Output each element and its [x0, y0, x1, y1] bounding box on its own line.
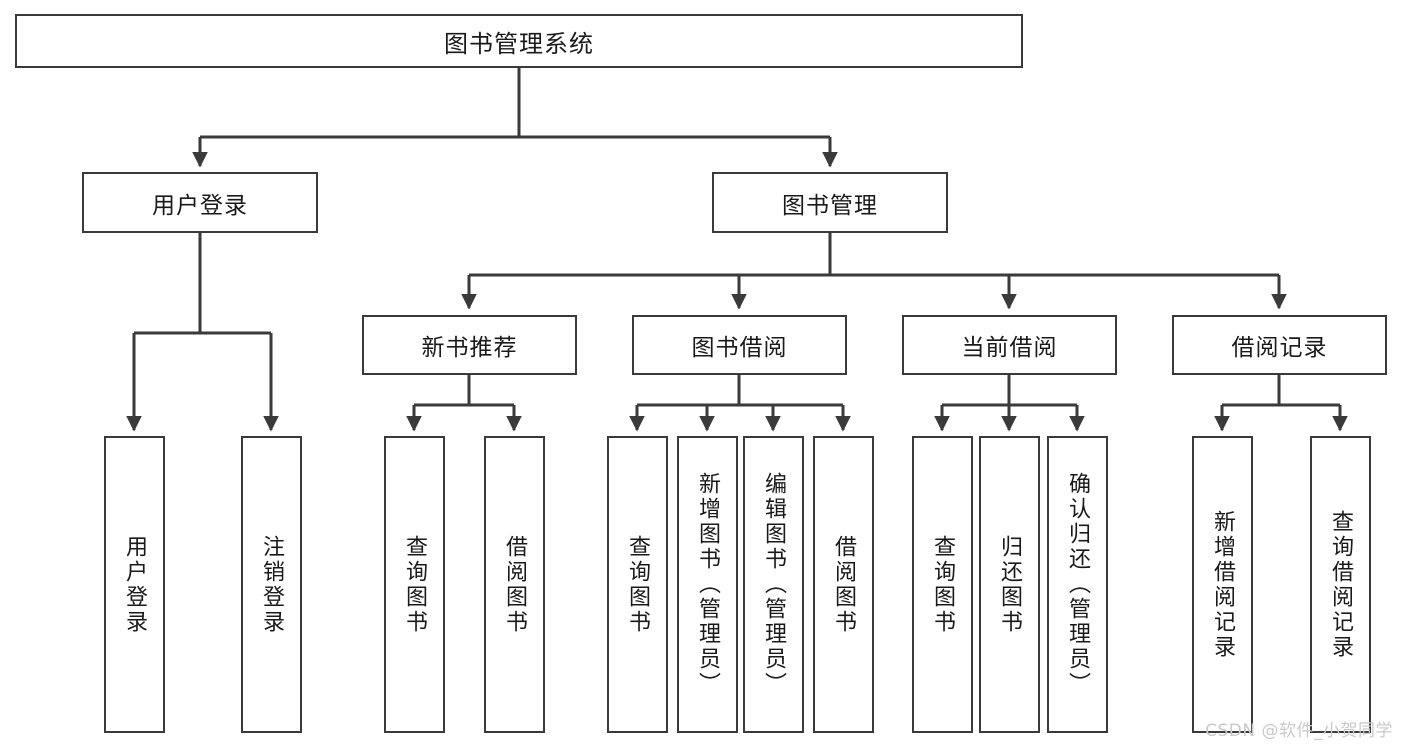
node-label: 图书管理: [782, 192, 878, 219]
node-label: 查询图书: [625, 534, 651, 635]
node-leaf-borrow-book-1[interactable]: 借阅图书: [484, 436, 545, 733]
node-label: 查询图书: [930, 534, 956, 635]
node-leaf-borrow-book-2[interactable]: 借阅图书: [813, 436, 874, 733]
node-label: 查询借阅记录: [1328, 509, 1354, 660]
node-leaf-query-book-3[interactable]: 查询图书: [912, 436, 973, 733]
node-label: 借阅图书: [502, 534, 528, 635]
node-book-manage[interactable]: 图书管理: [712, 172, 948, 233]
node-label: 确认归还（管理员）: [1065, 472, 1091, 697]
node-label: 图书管理系统: [444, 29, 594, 58]
node-label: 借阅记录: [1231, 335, 1328, 361]
node-label: 当前借阅: [961, 335, 1058, 361]
node-label: 查询图书: [402, 534, 428, 635]
csdn-watermark: CSDN @软件_小贺同学: [1205, 721, 1393, 741]
node-leaf-add-book[interactable]: 新增图书（管理员）: [677, 436, 738, 733]
node-label: 用户登录: [122, 534, 148, 635]
node-current-borrow[interactable]: 当前借阅: [902, 315, 1117, 375]
node-user-login[interactable]: 用户登录: [82, 172, 318, 233]
node-leaf-edit-book[interactable]: 编辑图书（管理员）: [743, 436, 804, 733]
node-root-book-management-system[interactable]: 图书管理系统: [15, 14, 1023, 68]
node-label: 新书推荐: [421, 335, 518, 361]
node-borrow-record[interactable]: 借阅记录: [1172, 315, 1387, 375]
node-leaf-add-borrow-record[interactable]: 新增借阅记录: [1192, 436, 1253, 733]
node-label: 图书借阅: [691, 335, 788, 361]
node-label: 新增借阅记录: [1210, 509, 1236, 660]
node-leaf-query-borrow-record[interactable]: 查询借阅记录: [1310, 436, 1371, 733]
node-leaf-user-login[interactable]: 用户登录: [104, 436, 165, 733]
node-label: 注销登录: [259, 534, 285, 635]
node-label: 归还图书: [997, 534, 1023, 635]
node-new-book-recommend[interactable]: 新书推荐: [362, 315, 577, 375]
node-leaf-logout-login[interactable]: 注销登录: [241, 436, 302, 733]
node-book-borrow[interactable]: 图书借阅: [632, 315, 847, 375]
node-leaf-query-book-2[interactable]: 查询图书: [607, 436, 668, 733]
node-leaf-return-book[interactable]: 归还图书: [979, 436, 1040, 733]
node-label: 用户登录: [152, 192, 248, 219]
node-leaf-confirm-return[interactable]: 确认归还（管理员）: [1047, 436, 1108, 733]
node-label: 借阅图书: [831, 534, 857, 635]
node-label: 新增图书（管理员）: [695, 472, 721, 697]
node-leaf-query-book-1[interactable]: 查询图书: [384, 436, 445, 733]
node-label: 编辑图书（管理员）: [761, 472, 787, 697]
